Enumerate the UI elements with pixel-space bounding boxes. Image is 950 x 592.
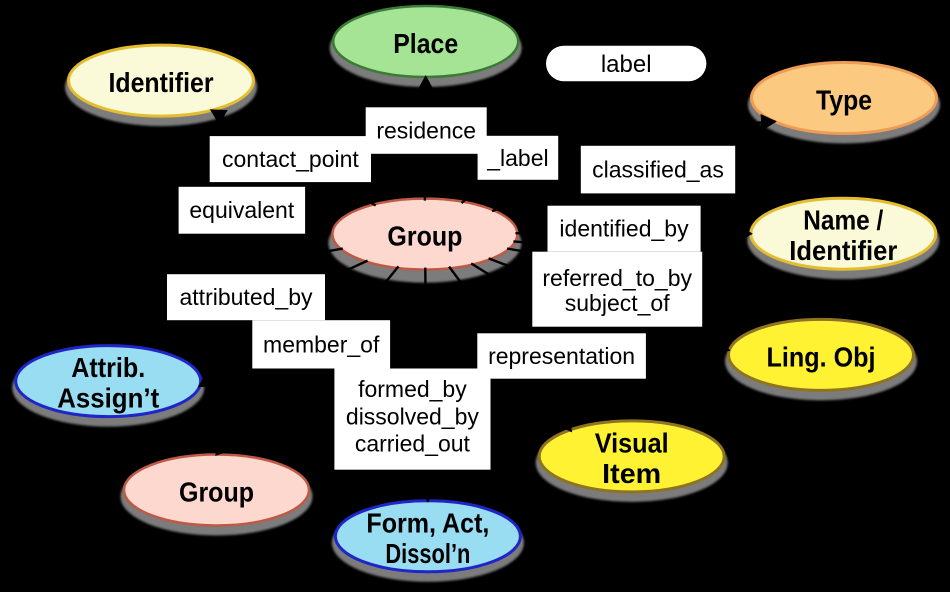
svg-text:subject_of: subject_of [565, 290, 670, 316]
svg-text:Visual: Visual [595, 427, 669, 458]
svg-text:equivalent: equivalent [189, 197, 294, 223]
svg-text:attributed_by: attributed_by [180, 284, 313, 310]
svg-text:Group: Group [179, 477, 254, 508]
svg-text:Identifier: Identifier [789, 235, 897, 266]
svg-text:Name /: Name / [803, 205, 883, 236]
svg-text:Ling. Obj: Ling. Obj [767, 341, 876, 372]
svg-text:Identifier: Identifier [109, 67, 214, 98]
svg-text:Place: Place [393, 28, 458, 59]
svg-text:Dissol’n: Dissol’n [385, 538, 470, 569]
svg-text:carried_out: carried_out [355, 431, 471, 457]
svg-text:representation: representation [488, 343, 635, 369]
svg-text:Attrib.: Attrib. [71, 352, 145, 383]
svg-text:dissolved_by: dissolved_by [346, 404, 479, 430]
svg-text:label: label [601, 51, 652, 78]
svg-text:formed_by: formed_by [358, 376, 467, 402]
svg-text:classified_as: classified_as [592, 157, 724, 183]
svg-text:_label: _label [486, 145, 548, 171]
svg-text:referred_to_by: referred_to_by [542, 265, 692, 291]
svg-text:Assign’t: Assign’t [57, 383, 159, 414]
svg-text:contact_point: contact_point [222, 146, 359, 172]
svg-text:identified_by: identified_by [559, 216, 689, 242]
svg-text:Form, Act,: Form, Act, [366, 507, 489, 538]
svg-text:member_of: member_of [263, 331, 380, 357]
svg-text:residence: residence [376, 118, 476, 144]
svg-text:Type: Type [816, 85, 872, 116]
svg-text:Item: Item [602, 458, 661, 489]
svg-text:Group: Group [387, 221, 462, 252]
